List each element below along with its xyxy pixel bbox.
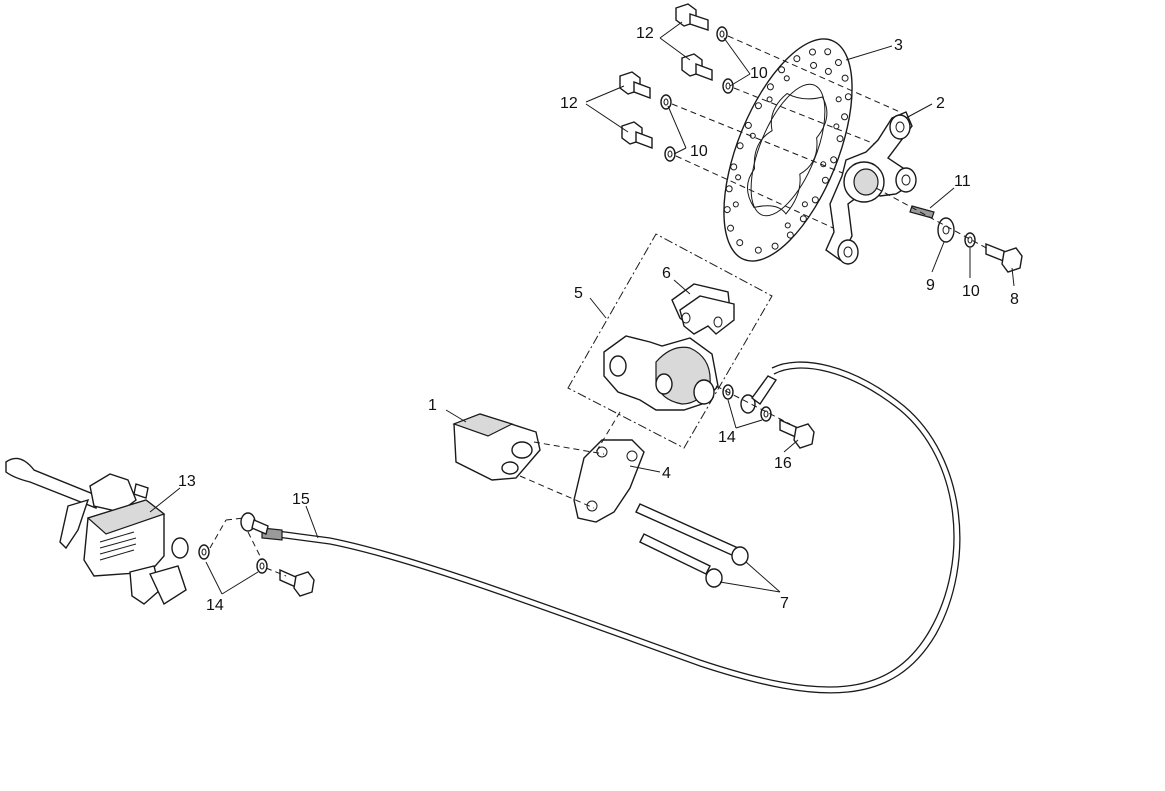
master-banjo-washer-right [256, 558, 268, 574]
master-banjo-washer-left [198, 544, 210, 560]
disc-bolt-alignment-lines [671, 35, 901, 233]
disc-carrier [825, 111, 917, 265]
callout-15: 15 [292, 491, 310, 508]
leader-lines [149, 21, 1015, 595]
brake-disc [723, 38, 853, 262]
callout-labels: 1 2 3 4 5 6 7 8 9 10 10 10 11 12 12 13 1… [178, 25, 1019, 614]
caliper-long-bolt-lower [639, 533, 723, 588]
reservoir-label-text-lines [99, 531, 137, 561]
callout-2: 2 [936, 95, 945, 112]
callout-16: 16 [774, 455, 792, 472]
callout-1: 1 [428, 397, 437, 414]
caliper-assembly-box [567, 233, 773, 449]
carrier-axis-line [875, 187, 991, 251]
callout-12-lower: 12 [560, 95, 578, 112]
master-banjo-fitting [240, 512, 269, 535]
bracket-alignment-lines [519, 411, 621, 509]
spacer-block [452, 413, 541, 481]
callout-12-top: 12 [636, 25, 654, 42]
callout-10-right: 10 [962, 283, 980, 300]
callout-13: 13 [178, 473, 196, 490]
brake-caliper [603, 335, 719, 411]
disc-washers [660, 26, 734, 162]
callout-4: 4 [662, 465, 671, 482]
caliper-bracket [573, 439, 645, 523]
caliper-banjo-bolt [779, 418, 815, 449]
carrier-bolt [985, 242, 1023, 273]
disc-bolt-middle [619, 71, 651, 100]
brake-pads [671, 283, 735, 335]
master-cylinder [5, 457, 189, 606]
callout-5: 5 [574, 285, 583, 302]
master-banjo-bolt [279, 568, 315, 597]
caliper-banjo-axis [715, 385, 791, 425]
carrier-washer-small [964, 232, 976, 248]
callout-8: 8 [1010, 291, 1019, 308]
disc-bolt-lower [621, 121, 653, 150]
callout-6: 6 [662, 265, 671, 282]
callout-14-master: 14 [206, 597, 224, 614]
disc-bolt-upper [681, 53, 713, 82]
callout-10-lower: 10 [690, 143, 708, 160]
disc-bolt-top [675, 3, 709, 31]
callout-10-upper: 10 [750, 65, 768, 82]
caliper-banjo-fitting [740, 375, 778, 414]
callout-3: 3 [894, 37, 903, 54]
master-banjo-alignment [209, 517, 287, 577]
callout-7: 7 [780, 595, 789, 612]
carrier-washer-large [937, 217, 955, 243]
brake-hose [261, 361, 961, 694]
callout-9: 9 [926, 277, 935, 294]
callout-14-caliper: 14 [718, 429, 736, 446]
callout-11: 11 [954, 173, 971, 190]
caliper-long-bolt-upper [635, 503, 749, 566]
